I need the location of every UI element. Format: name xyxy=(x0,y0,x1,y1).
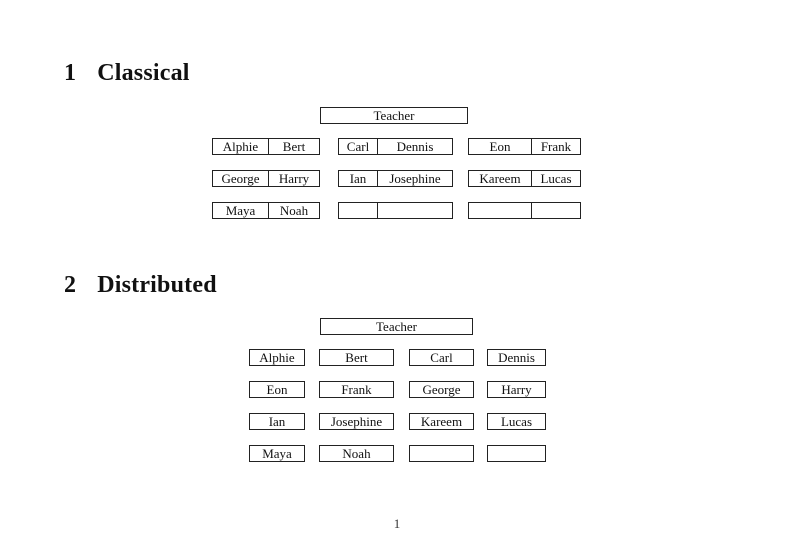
seat-cell: Ian xyxy=(268,414,286,429)
seat-cell: Josephine xyxy=(389,171,441,186)
desk-box: Carl xyxy=(409,349,474,366)
seat-cell: Dennis xyxy=(498,350,535,365)
desk-box: Frank xyxy=(319,381,394,398)
seat-cell: George xyxy=(213,171,269,186)
desk-box xyxy=(468,202,581,219)
desk-box: Bert xyxy=(319,349,394,366)
section-title: Classical xyxy=(97,60,190,86)
teacher-box: Teacher xyxy=(320,107,468,124)
desk-box xyxy=(409,445,474,462)
seat-cell: Lucas xyxy=(540,171,572,186)
desk-box: George Harry xyxy=(212,170,320,187)
section-heading-classical: 1 Classical xyxy=(64,60,190,86)
seat-cell xyxy=(339,203,378,218)
seat-cell: Dennis xyxy=(396,139,434,154)
desk-box: Lucas xyxy=(487,413,546,430)
seat-cell: Bert xyxy=(282,139,306,154)
seat-cell: Harry xyxy=(501,382,532,397)
seat-cell: Eon xyxy=(469,139,532,154)
section-number: 2 xyxy=(64,272,77,298)
desk-box: Kareem xyxy=(409,413,474,430)
desk-box: Eon xyxy=(249,381,305,398)
seat-cell: George xyxy=(422,382,461,397)
desk-box: Ian xyxy=(249,413,305,430)
desk-box: Ian Josephine xyxy=(338,170,453,187)
seat-cell: Eon xyxy=(266,382,288,397)
seat-cell: Lucas xyxy=(500,414,533,429)
seat-cell: Alphie xyxy=(259,350,295,365)
seat-cell: Josephine xyxy=(330,414,383,429)
seat-cell xyxy=(410,446,473,461)
desk-box: Alphie Bert xyxy=(212,138,320,155)
seat-cell: Kareem xyxy=(420,414,463,429)
seat-cell xyxy=(488,446,545,461)
seat-cell: Carl xyxy=(430,350,453,365)
desk-box: Maya Noah xyxy=(212,202,320,219)
seat-cell: Bert xyxy=(345,350,368,365)
page-number: 1 xyxy=(393,516,401,531)
seat-cell: Carl xyxy=(339,139,378,154)
desk-box: Harry xyxy=(487,381,546,398)
seat-cell: Noah xyxy=(342,446,371,461)
desk-box: George xyxy=(409,381,474,398)
desk-box: Dennis xyxy=(487,349,546,366)
seat-cell: Frank xyxy=(540,139,572,154)
desk-box: Kareem Lucas xyxy=(468,170,581,187)
desk-box: Maya xyxy=(249,445,305,462)
section-number: 1 xyxy=(64,60,77,86)
seat-cell xyxy=(469,203,532,218)
seat-cell: Noah xyxy=(279,203,309,218)
seat-cell: Maya xyxy=(213,203,269,218)
desk-box: Noah xyxy=(319,445,394,462)
desk-box xyxy=(487,445,546,462)
seat-cell: Kareem xyxy=(469,171,532,186)
seat-cell xyxy=(532,203,580,218)
desk-box: Carl Dennis xyxy=(338,138,453,155)
desk-box: Josephine xyxy=(319,413,394,430)
seat-cell: Frank xyxy=(341,382,372,397)
desk-box: Alphie xyxy=(249,349,305,366)
desk-box xyxy=(338,202,453,219)
seat-cell: Ian xyxy=(339,171,378,186)
seat-cell xyxy=(378,203,452,218)
section-title: Distributed xyxy=(97,272,217,298)
seat-cell: Alphie xyxy=(213,139,269,154)
seat-cell: Maya xyxy=(262,446,292,461)
seat-cell: Harry xyxy=(278,171,310,186)
teacher-label: Teacher xyxy=(373,108,415,123)
desk-box: Eon Frank xyxy=(468,138,581,155)
teacher-label: Teacher xyxy=(376,319,417,334)
teacher-box: Teacher xyxy=(320,318,473,335)
section-heading-distributed: 2 Distributed xyxy=(64,272,217,298)
